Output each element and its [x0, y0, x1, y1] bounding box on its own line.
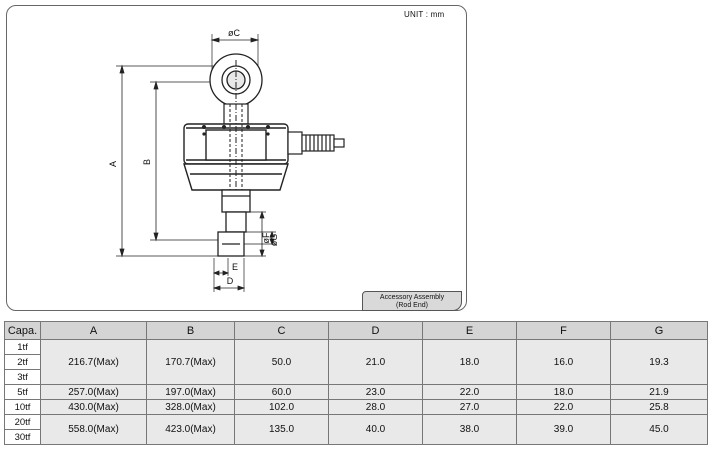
table-row: 5tf 257.0(Max) 197.0(Max) 60.0 23.0 22.0…: [4, 384, 708, 400]
dim-label-a: A: [108, 161, 118, 167]
value-cell: 19.3: [610, 339, 708, 385]
table-row: 3tf: [4, 369, 708, 385]
capa-cell: 10tf: [4, 399, 41, 415]
capa-cell: 30tf: [4, 429, 41, 445]
value-cell: 39.0: [516, 414, 611, 445]
value-cell: 16.0: [516, 339, 611, 385]
value-cell: 18.0: [516, 384, 611, 400]
value-cell: 558.0(Max): [40, 414, 147, 445]
header-b: B: [146, 321, 235, 340]
dim-label-g: øG: [269, 234, 279, 247]
value-cell: 102.0: [234, 399, 329, 415]
header-a: A: [40, 321, 147, 340]
table-header-row: Capa. A B C D E F G: [4, 321, 708, 340]
header-g: G: [610, 321, 708, 340]
value-cell: 40.0: [328, 414, 423, 445]
capa-cell: 3tf: [4, 369, 41, 385]
value-cell: 45.0: [610, 414, 708, 445]
value-cell: 21.0: [328, 339, 423, 385]
capa-cell: 2tf: [4, 354, 41, 370]
table-row: 1tf 216.7(Max) 170.7(Max) 50.0 21.0 18.0…: [4, 339, 708, 385]
dim-label-e: E: [232, 262, 238, 272]
value-cell: 27.0: [422, 399, 517, 415]
accessory-subtitle: (Rod End): [396, 302, 428, 309]
dim-label-c: øC: [228, 28, 240, 38]
accessory-title: Accessory Assembly: [379, 294, 445, 301]
value-cell: 21.9: [610, 384, 708, 400]
header-capa: Capa.: [4, 321, 41, 340]
value-cell: 216.7(Max): [40, 339, 147, 385]
value-cell: 135.0: [234, 414, 329, 445]
value-cell: 28.0: [328, 399, 423, 415]
value-cell: 22.0: [422, 384, 517, 400]
header-e: E: [422, 321, 517, 340]
dimension-table: Capa. A B C D E F G 1tf 216.7(Max) 170.7…: [4, 321, 708, 445]
value-cell: 430.0(Max): [40, 399, 147, 415]
value-cell: 18.0: [422, 339, 517, 385]
dim-label-f: øF: [261, 232, 271, 243]
capa-cell: 1tf: [4, 339, 41, 355]
capa-cell: 5tf: [4, 384, 41, 400]
table-row: 10tf 430.0(Max) 328.0(Max) 102.0 28.0 27…: [4, 399, 708, 415]
header-d: D: [328, 321, 423, 340]
value-cell: 328.0(Max): [146, 399, 235, 415]
header-c: C: [234, 321, 329, 340]
value-cell: 25.8: [610, 399, 708, 415]
table-row: 30tf: [4, 429, 708, 445]
value-cell: 170.7(Max): [146, 339, 235, 385]
capa-cell: 20tf: [4, 414, 41, 430]
value-cell: 197.0(Max): [146, 384, 235, 400]
value-cell: 38.0: [422, 414, 517, 445]
table-row: 20tf 558.0(Max) 423.0(Max) 135.0 40.0 38…: [4, 414, 708, 445]
value-cell: 60.0: [234, 384, 329, 400]
dim-label-d: D: [227, 276, 234, 286]
dim-label-b: B: [142, 159, 152, 165]
value-cell: 23.0: [328, 384, 423, 400]
value-cell: 423.0(Max): [146, 414, 235, 445]
accessory-assembly-note: Accessory Assembly (Rod End): [362, 291, 462, 311]
value-cell: 50.0: [234, 339, 329, 385]
unit-label: UNIT : mm: [404, 10, 445, 19]
value-cell: 257.0(Max): [40, 384, 147, 400]
load-cell-drawing: A B øC E D øF øG: [108, 28, 345, 292]
value-cell: 22.0: [516, 399, 611, 415]
header-f: F: [516, 321, 611, 340]
